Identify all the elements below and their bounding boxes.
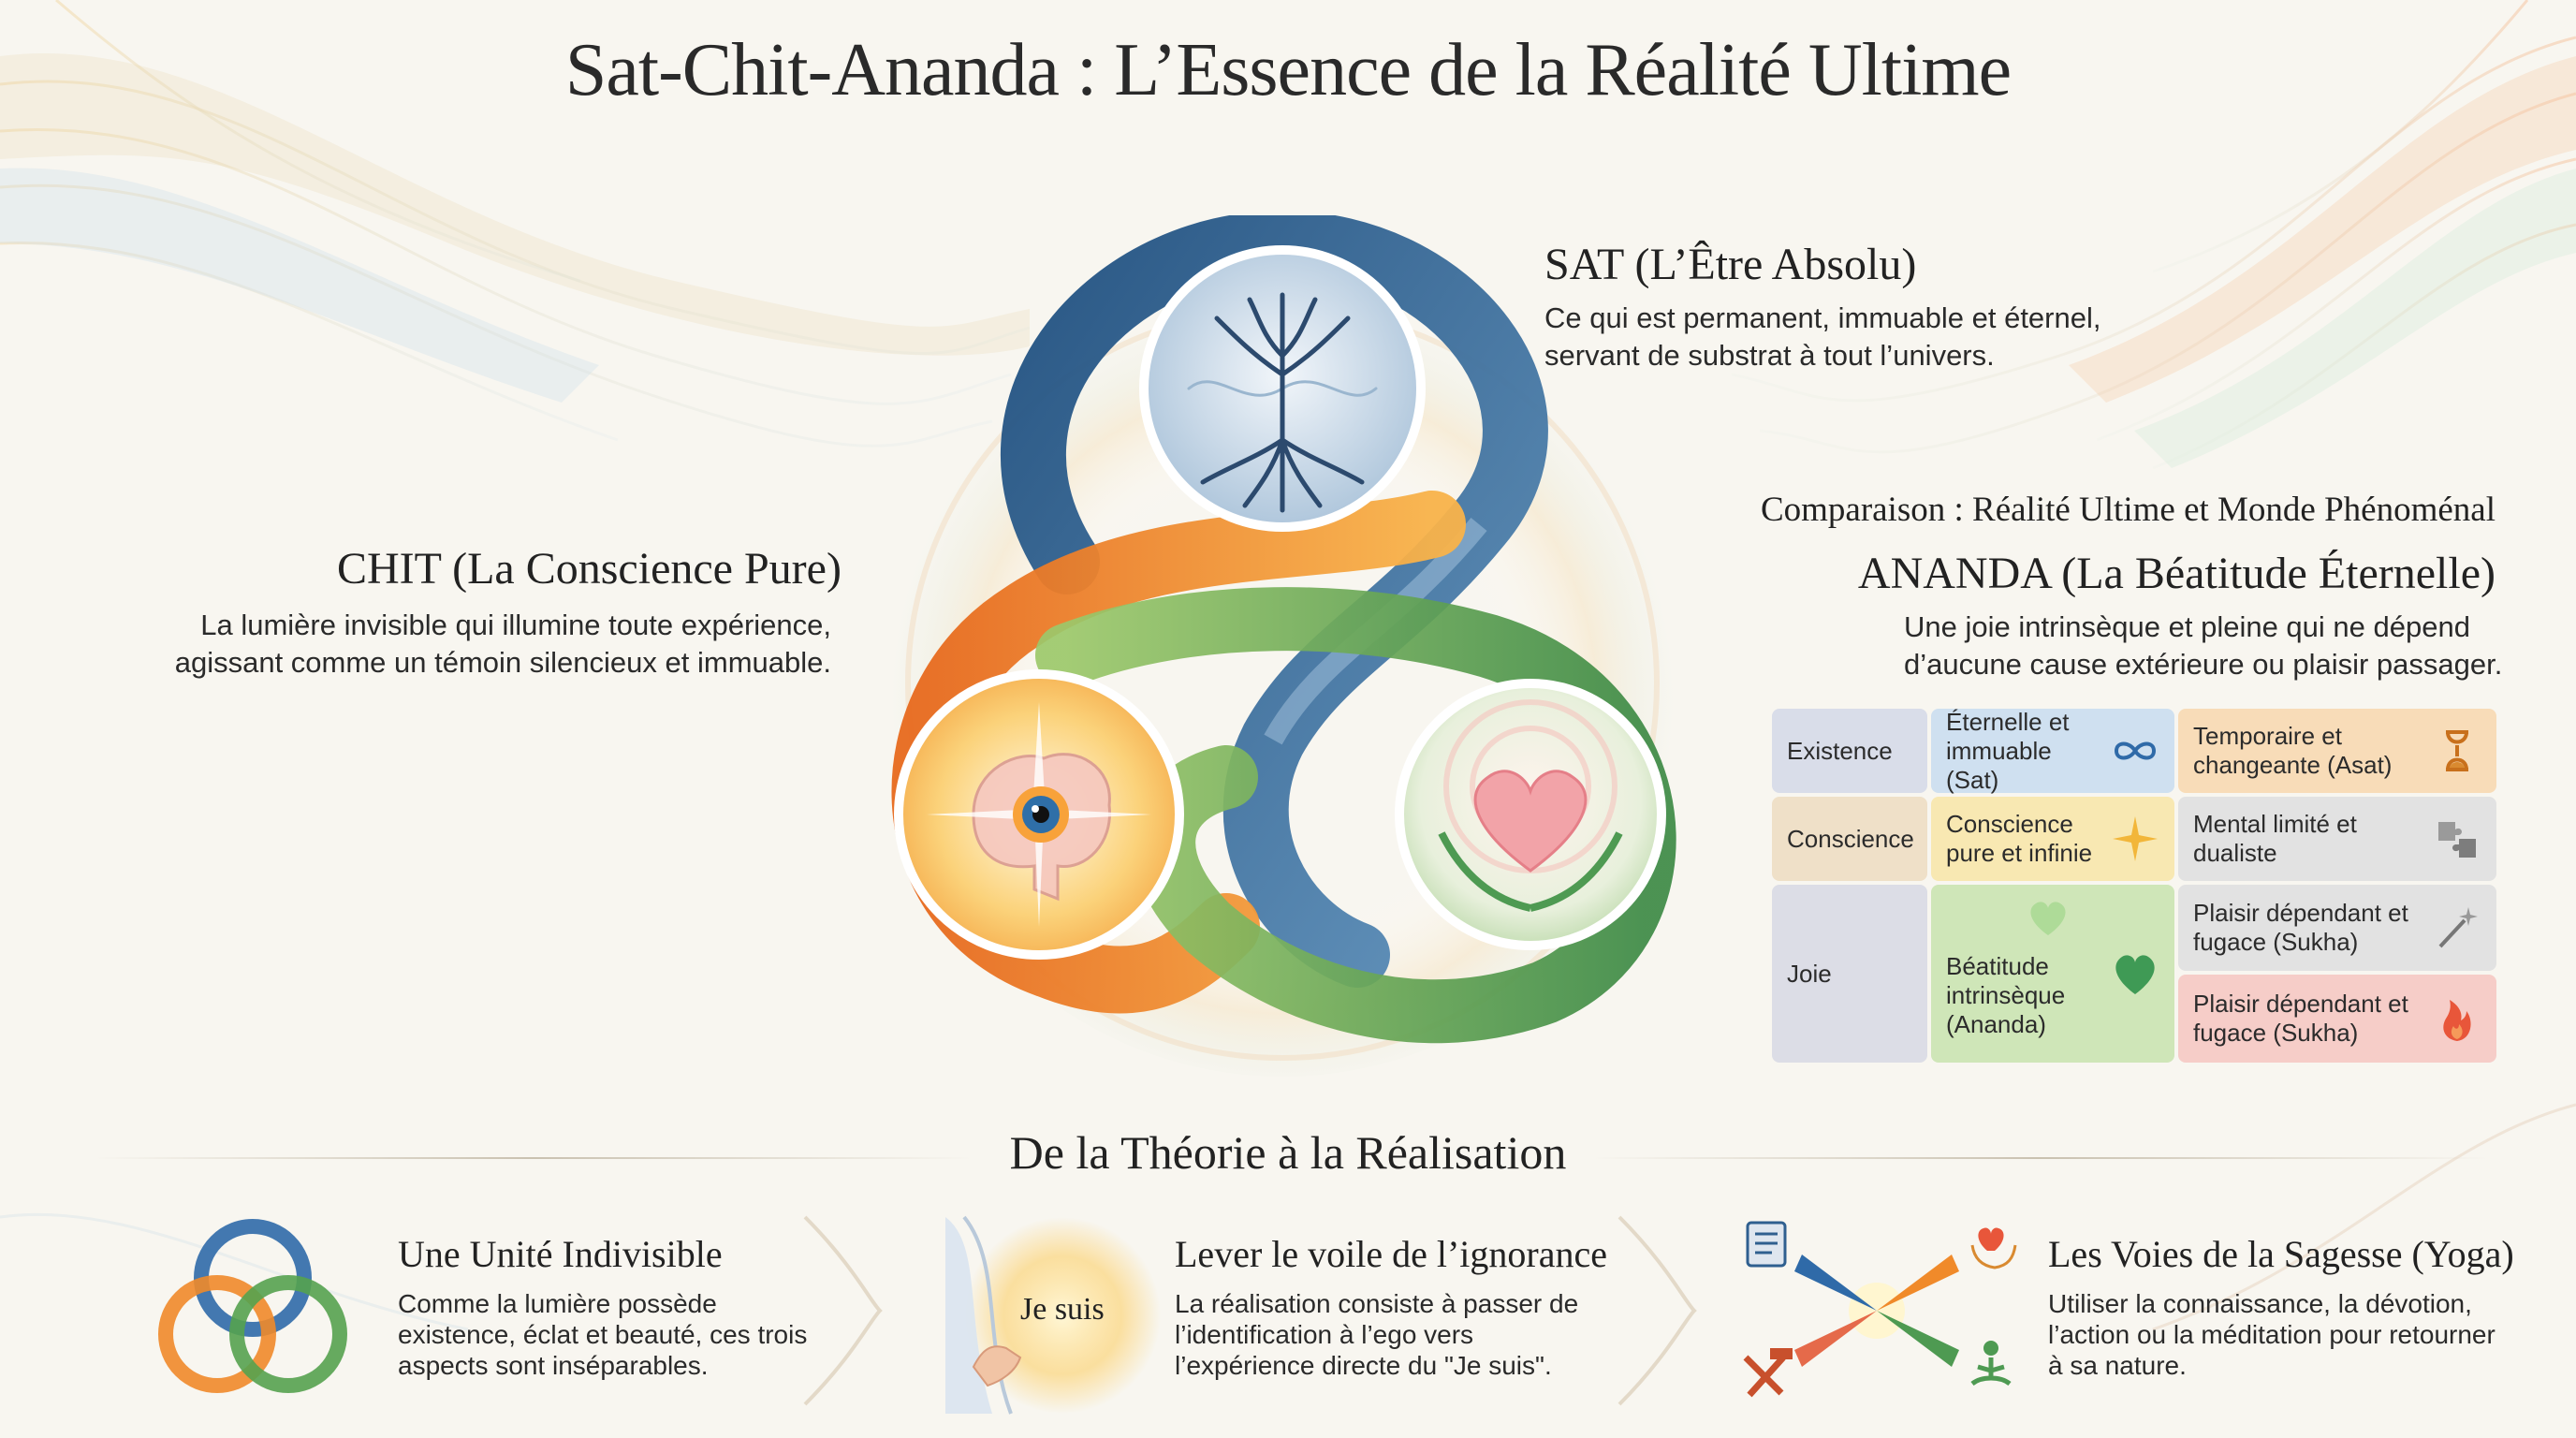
cell-text: Plaisir dépendant et fugace (Sukha) (2193, 899, 2408, 956)
sat-description: Ce qui est permanent, immuable et éterne… (1544, 301, 2101, 372)
comparison-table: Existence Éternelle et immuable (Sat) Te… (1772, 707, 2496, 1063)
step-2-icon-text: Je suis (1020, 1292, 1105, 1327)
tools-icon (1743, 1348, 1793, 1398)
row-label-existence: Existence (1772, 709, 1927, 793)
cell-existence-phenomenal: Temporaire et changeante (Asat) (2178, 709, 2496, 793)
sat-title: SAT (L’Être Absolu) (1544, 240, 1917, 289)
cell-text: Plaisir dépendant et fugace (Sukha) (2193, 990, 2408, 1047)
row-label-conscience: Conscience (1772, 797, 1927, 881)
heart-hands-icon (1970, 1227, 2017, 1269)
cell-existence-ultimate: Éternelle et immuable (Sat) (1931, 707, 2174, 794)
ananda-title: ANANDA (La Béatitude Éternelle) (1857, 549, 2496, 598)
heart-icon (2115, 955, 2155, 994)
ananda-description: Une joie intrinsèque et pleine qui ne dé… (1904, 610, 2503, 681)
row-label-text: Conscience (1787, 824, 1914, 853)
cell-text: Conscience pure et infinie (1946, 810, 2093, 867)
hourglass-icon (2446, 730, 2468, 771)
divider-right (1591, 1157, 2490, 1159)
step-1-description: Comme la lumière possède existence, écla… (398, 1289, 808, 1380)
meditation-icon (1970, 1341, 2012, 1387)
chit-description: La lumière invisible qui illumine toute … (174, 609, 831, 679)
row-label-text: Existence (1787, 736, 1893, 765)
row-label-text: Joie (1787, 959, 1832, 988)
yoga-paths-icon (1743, 1221, 2017, 1398)
step-2-title: Lever le voile de l’ignorance (1175, 1233, 1607, 1275)
cell-text: Temporaire et changeante (Asat) (2193, 722, 2393, 779)
bottom-heading: De la Théorie à la Réalisation (1009, 1126, 1567, 1179)
page-title: Sat-Chit-Ananda : L’Essence de la Réalit… (564, 29, 2012, 111)
lotus-heart-icon (1438, 699, 1623, 912)
veil-lifting-icon (945, 1215, 1161, 1415)
tree-icon (1187, 292, 1378, 513)
sparkle-icon (2113, 816, 2158, 861)
divider-left (94, 1157, 973, 1159)
flame-icon (2443, 1000, 2471, 1041)
puzzle-icon (2438, 822, 2476, 858)
step-3-description: Utiliser la connaissance, la dévotion, l… (2048, 1289, 2496, 1380)
heart-icon (2030, 902, 2066, 935)
cell-text: Béatitude intrinsèque (Ananda) (1946, 951, 2066, 1038)
cell-joie-ultimate: Béatitude intrinsèque (Ananda) (1931, 885, 2174, 1063)
brain-eye-icon (927, 702, 1151, 927)
row-label-joie: Joie (1772, 885, 1927, 1063)
magic-wand-icon (2438, 907, 2478, 948)
interlocking-rings-icon (158, 1219, 347, 1393)
step-2-description: La réalisation consiste à passer de l’id… (1175, 1289, 1579, 1380)
scroll-icon (1746, 1221, 1787, 1268)
cell-text: Éternelle et immuable (Sat) (1946, 707, 2070, 794)
cell-text: Mental limité et dualiste (2193, 810, 2357, 867)
cell-joie-phenomenal-1: Plaisir dépendant et fugace (Sukha) (2178, 885, 2496, 971)
chevron-right-icon (1617, 1215, 1697, 1406)
chevron-right-icon (803, 1215, 883, 1406)
comparison-heading: Comparaison : Réalité Ultime et Monde Ph… (1760, 491, 2496, 529)
sat-chit-ananda-diagram (889, 215, 1676, 1077)
cell-joie-phenomenal-2: Plaisir dépendant et fugace (Sukha) (2178, 975, 2496, 1063)
step-1-title: Une Unité Indivisible (398, 1233, 723, 1275)
cell-conscience-ultimate: Conscience pure et infinie (1931, 797, 2174, 881)
cell-conscience-phenomenal: Mental limité et dualiste (2178, 797, 2496, 881)
step-3-title: Les Voies de la Sagesse (Yoga) (2048, 1233, 2514, 1275)
chit-title: CHIT (La Conscience Pure) (337, 544, 842, 594)
infinity-icon (2114, 741, 2157, 760)
